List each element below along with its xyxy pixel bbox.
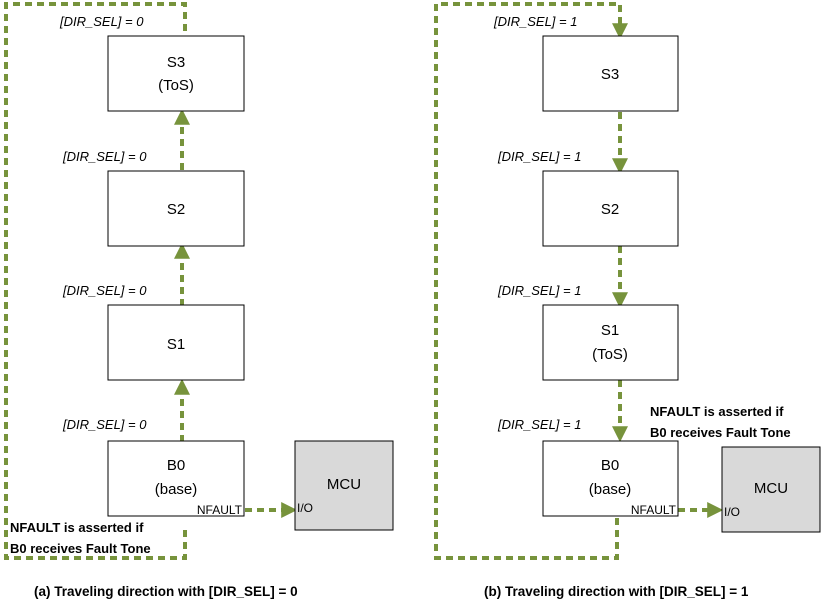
panel-b-b0-name: B0 [601,457,619,474]
panel-b-io-pin: I/O [724,505,740,519]
panel-a-dirsel-label-s1: [DIR_SEL] = 0 [62,283,147,298]
panel-a-dirsel-label-b0: [DIR_SEL] = 0 [62,417,147,432]
panel-a-s2-name: S2 [167,201,185,218]
panel-a-return-path [4,2,187,560]
panel-b-dirsel-label-b0: [DIR_SEL] = 1 [497,417,581,432]
panel-b-dirsel-label-s3: [DIR_SEL] = 1 [493,14,577,29]
panel-a-dirsel-label-s2: [DIR_SEL] = 0 [62,149,147,164]
panel-a-mcu-label: MCU [327,476,361,493]
panel-b-s2-name: S2 [601,201,619,218]
panel-b-b0-base: (base) [589,481,632,498]
panel-a-s3-box [107,35,245,112]
panel-b-s1-tos: (ToS) [592,346,628,363]
panel-a-mcu-box [294,440,394,531]
panel-a-s1-name: S1 [167,336,185,353]
panel-a: [DIR_SEL] = 0 [DIR_SEL] = 0 [DIR_SEL] = … [4,2,394,599]
panel-b-note-line1: NFAULT is asserted if [650,404,784,419]
panel-a-dirsel-label-s3: [DIR_SEL] = 0 [59,14,144,29]
panel-b-caption: (b) Traveling direction with [DIR_SEL] =… [484,584,749,599]
panel-b-mcu-box [721,446,821,533]
panel-a-b0-name: B0 [167,457,185,474]
panel-b-nfault-pin: NFAULT [631,503,677,517]
panel-a-s1-box [107,304,245,381]
panel-a-note-line1: NFAULT is asserted if [10,520,144,535]
panel-b-s1-name: S1 [601,322,619,339]
panel-b-s3-box [542,35,679,112]
panel-a-b0-base: (base) [155,481,198,498]
panel-b-entry-path [434,2,628,560]
panel-a-s3-name: S3 [167,54,185,71]
panel-b-s2-box [542,170,679,247]
panel-a-caption: (a) Traveling direction with [DIR_SEL] =… [34,584,298,599]
panel-b-note-line2: B0 receives Fault Tone [650,425,791,440]
panel-a-s3-tos: (ToS) [158,77,194,94]
panel-b-dirsel-label-s1: [DIR_SEL] = 1 [497,283,581,298]
panel-b-dirsel-label-s2: [DIR_SEL] = 1 [497,149,581,164]
panel-b-mcu-label: MCU [754,480,788,497]
panel-b: [DIR_SEL] = 1 [DIR_SEL] = 1 [DIR_SEL] = … [434,2,821,599]
panel-a-note-line2: B0 receives Fault Tone [10,541,151,556]
panel-a-nfault-pin: NFAULT [197,503,243,517]
panel-a-s2-box [107,170,245,247]
panel-a-io-pin: I/O [297,501,313,515]
panel-b-s3-name: S3 [601,66,619,83]
panel-b-b0-box [542,440,679,517]
panel-a-b0-box [107,440,245,517]
panel-b-s1-box [542,304,679,381]
